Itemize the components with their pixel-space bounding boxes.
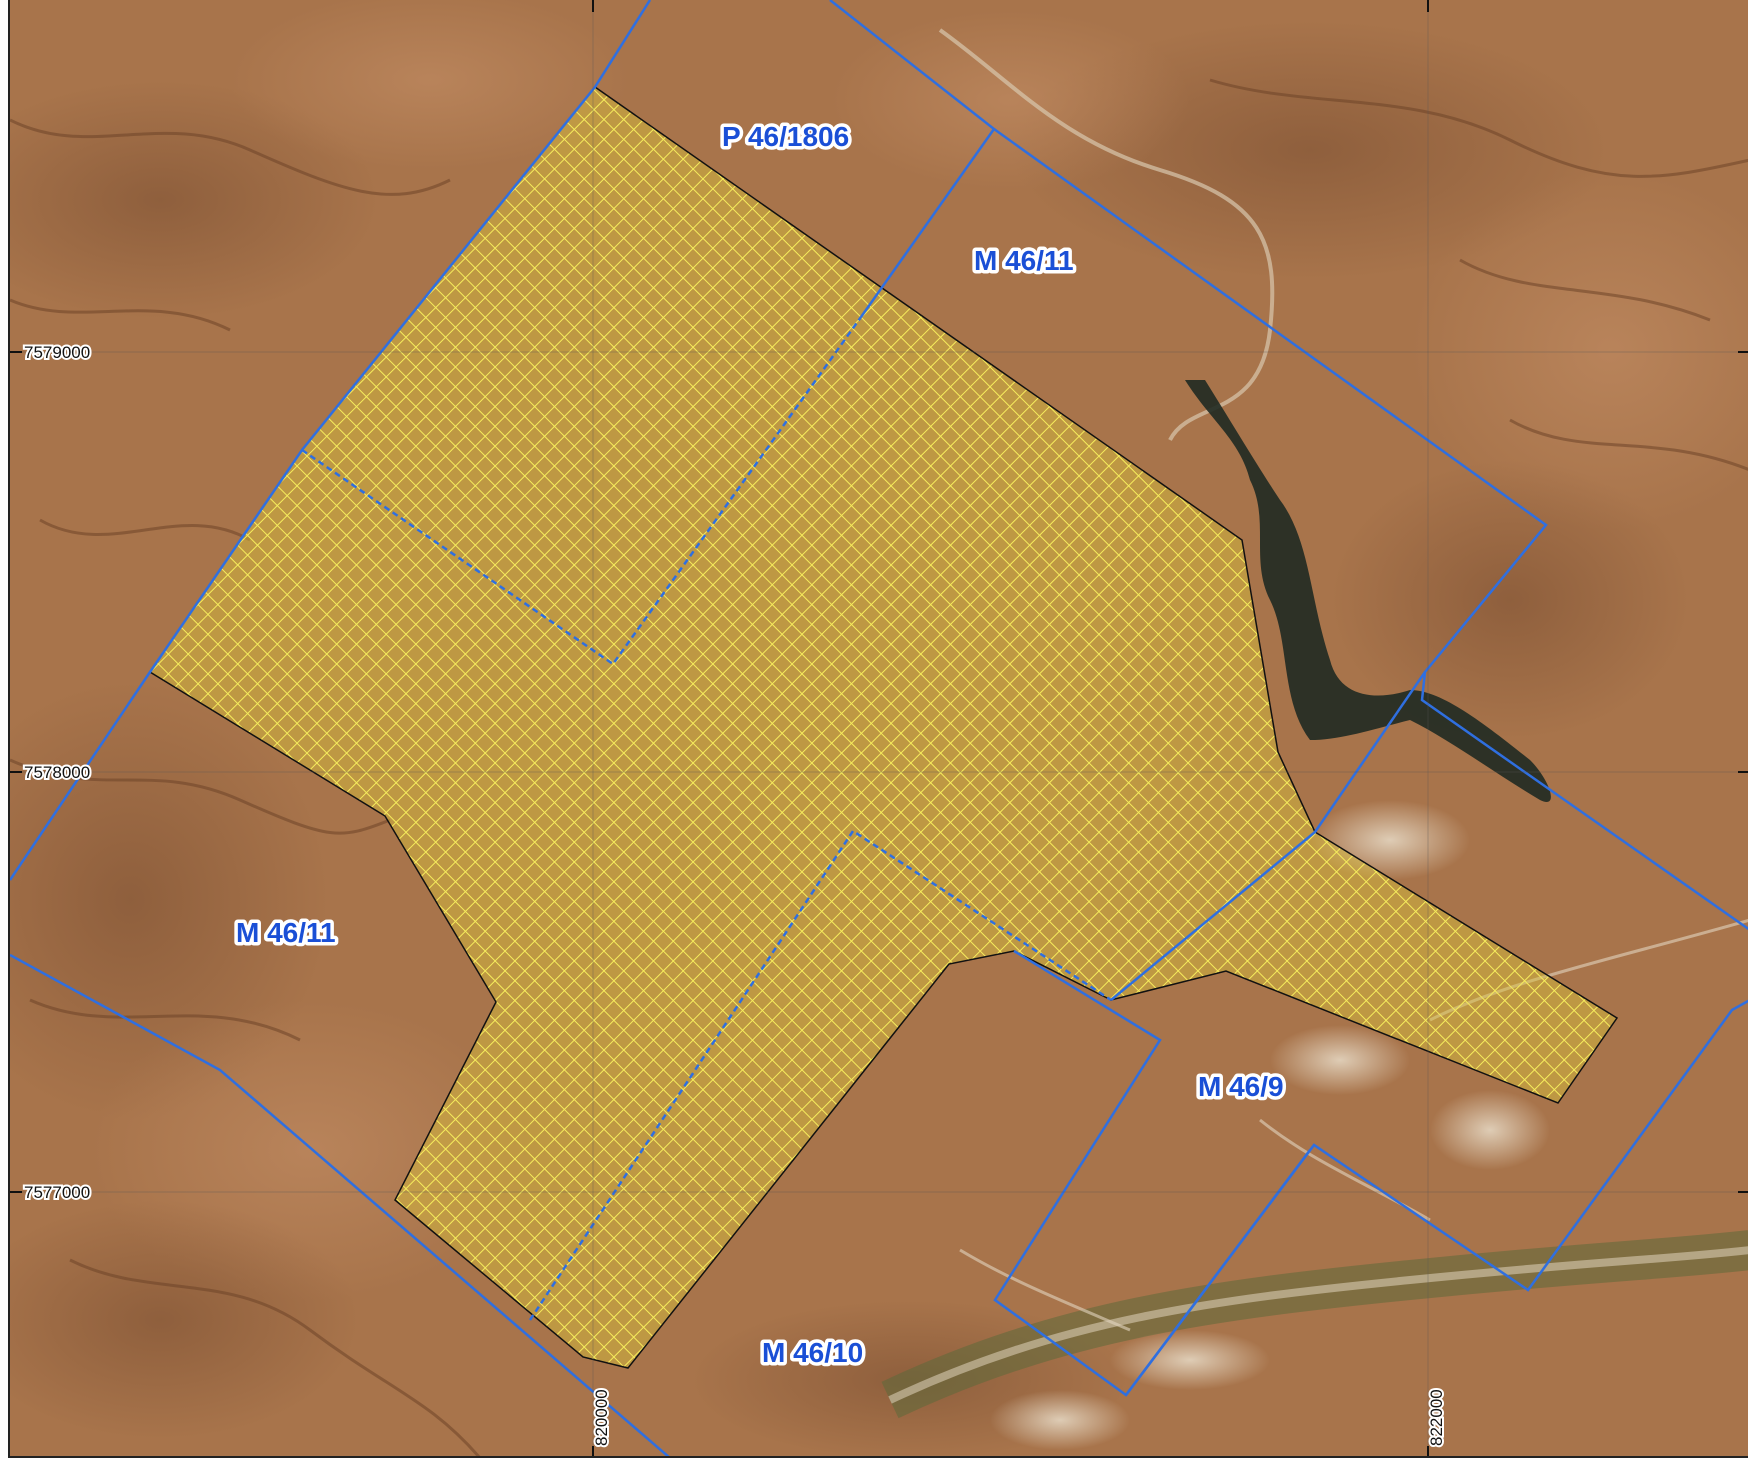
northing-label: 7577000 (24, 1183, 90, 1202)
drainage-lines (10, 78, 1748, 1456)
boundary-m-46-9 (1110, 671, 1427, 1001)
cleared-areas (990, 800, 1550, 1450)
creek-line (938, 28, 1275, 441)
boundary-p-46-1806 (10, 0, 652, 881)
graticule (10, 0, 1748, 1456)
tenement-label-m-46-11-north[interactable]: M 46/11 (971, 242, 1078, 280)
tenement-label-p-46-1806[interactable]: P 46/1806 (719, 118, 853, 156)
internal-boundary-south (528, 829, 1112, 1321)
graticule-ticks (10, 0, 1748, 1456)
tenement-map[interactable]: 7579000 7578000 7577000 820000 822000 P … (10, 0, 1748, 1458)
map-frame[interactable]: 7579000 7578000 7577000 820000 822000 P … (8, 0, 1748, 1458)
northing-label: 7579000 (24, 343, 90, 362)
easting-label: 822000 (1427, 1389, 1446, 1446)
tenement-label-m-46-11-west[interactable]: M 46/11 (233, 914, 340, 952)
internal-boundary-west (301, 316, 863, 666)
satellite-basemap (10, 0, 1748, 1456)
tenement-label-m-46-9[interactable]: M 46/9 (1195, 1068, 1288, 1106)
easting-label: 820000 (592, 1389, 611, 1446)
terrain-ridges (10, 0, 1748, 1456)
tenement-label-m-46-10[interactable]: M 46/10 (759, 1334, 867, 1372)
tenement-boundaries (10, 0, 1748, 1456)
northing-label: 7578000 (24, 763, 90, 782)
boundary-m-46-10-b (1125, 1149, 1311, 1396)
dam-water-body (1185, 380, 1551, 802)
river-bed (881, 1230, 1748, 1419)
project-area[interactable] (148, 85, 1619, 1369)
boundary-south-west (10, 953, 670, 1456)
